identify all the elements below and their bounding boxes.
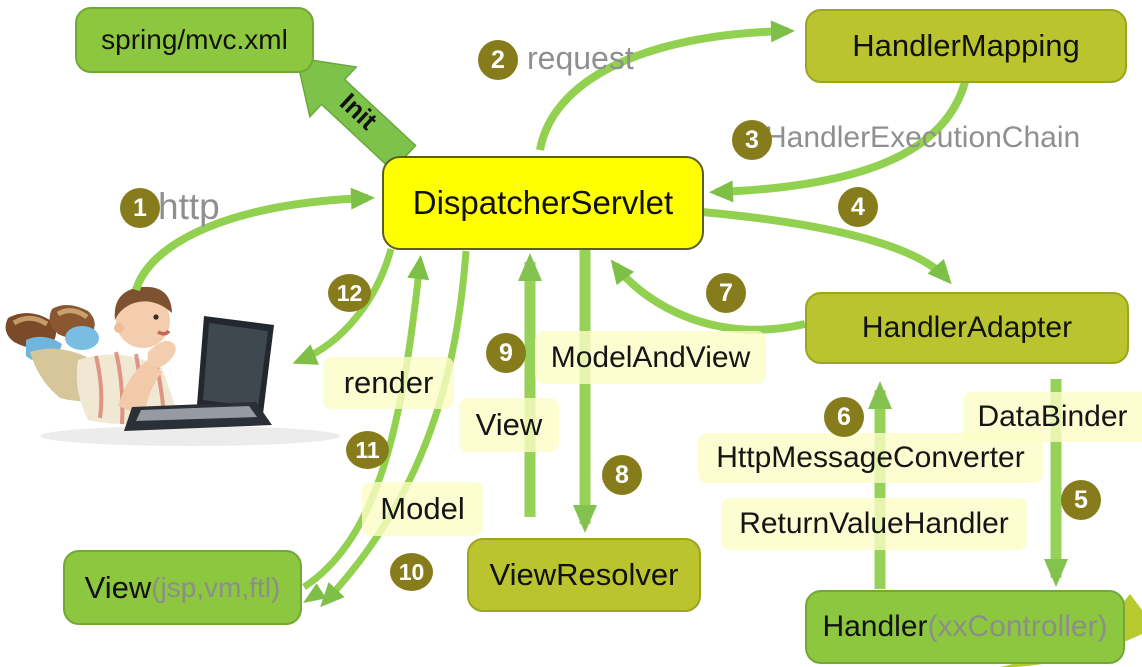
step-11-badge: 11 [346, 431, 389, 469]
render-tag: render [323, 357, 454, 409]
handler-adapter-box: HandlerAdapter [805, 292, 1129, 364]
handler-mapping-box: HandlerMapping [805, 9, 1127, 83]
sandal-strap [12, 315, 49, 327]
arrow-response-to-user [292, 248, 395, 365]
view-box-label: View [84, 569, 152, 605]
arrow-render-to-view [320, 250, 470, 608]
arrow-view-to-dispatcher [302, 255, 430, 590]
floor-shadow [40, 426, 340, 446]
step-1-badge: 1 [120, 188, 160, 228]
child-arm [118, 360, 162, 416]
child-with-laptop-illustration [5, 286, 340, 446]
model-tag: Model [362, 482, 483, 536]
return-value-handler-tag: ReturnValueHandler [721, 498, 1027, 550]
init-block-arrow [295, 56, 417, 172]
spring-mvc-xml-box: spring/mvc.xml [75, 7, 314, 73]
sandal-strap [56, 308, 89, 320]
child-hair [114, 286, 172, 320]
laptop-screen-panel [203, 323, 268, 407]
step-7-badge: 7 [706, 273, 746, 313]
step-2-badge: 2 [478, 40, 518, 80]
view-resolver-box: ViewResolver [467, 538, 701, 612]
view-box-sublabel: (jsp,vm,ftl) [151, 571, 281, 603]
shirt-stripes [94, 351, 166, 425]
arrow-modelandview-return [610, 259, 806, 334]
step-3-badge: 3 [732, 120, 772, 160]
step-4-badge: 4 [838, 187, 878, 227]
http-label: http [158, 186, 220, 227]
laptop-keyboard [136, 406, 257, 421]
arrow-to-handleradapter [701, 208, 952, 285]
child-mouth [157, 329, 171, 336]
step-5-badge: 5 [1061, 480, 1101, 520]
step-8-badge: 8 [602, 455, 642, 495]
arrow-http-request [132, 187, 375, 292]
step-6-badge: 6 [824, 397, 864, 437]
arrow-request-to-handlermapping [536, 20, 795, 151]
child-face [116, 294, 170, 348]
view-box: View(jsp,vm,ftl) [63, 550, 302, 625]
request-label: request [527, 40, 634, 76]
child-eye [153, 314, 159, 320]
dispatcher-servlet-box: DispatcherServlet [382, 156, 704, 250]
step-9-badge: 9 [486, 333, 526, 373]
blue-sock [65, 326, 99, 350]
step-12-badge: 12 [328, 274, 371, 312]
handler-box-label: Handler [822, 610, 928, 643]
child-ear [114, 323, 124, 333]
arrow-handlerexecutionchain-return [709, 80, 969, 203]
handler-box: Handler(xxController) [805, 590, 1125, 664]
data-binder-tag: DataBinder [963, 392, 1142, 442]
arrowhead-into-view-box [303, 583, 327, 603]
view-tag: View [459, 398, 559, 452]
model-and-view-tag: ModelAndView [535, 331, 766, 384]
handler-execution-chain-label: HandlerExecutionChain [765, 121, 1081, 154]
step-10-badge: 10 [390, 553, 433, 591]
handler-box-sublabel: (xxController) [927, 610, 1108, 643]
child-hand [147, 340, 176, 368]
